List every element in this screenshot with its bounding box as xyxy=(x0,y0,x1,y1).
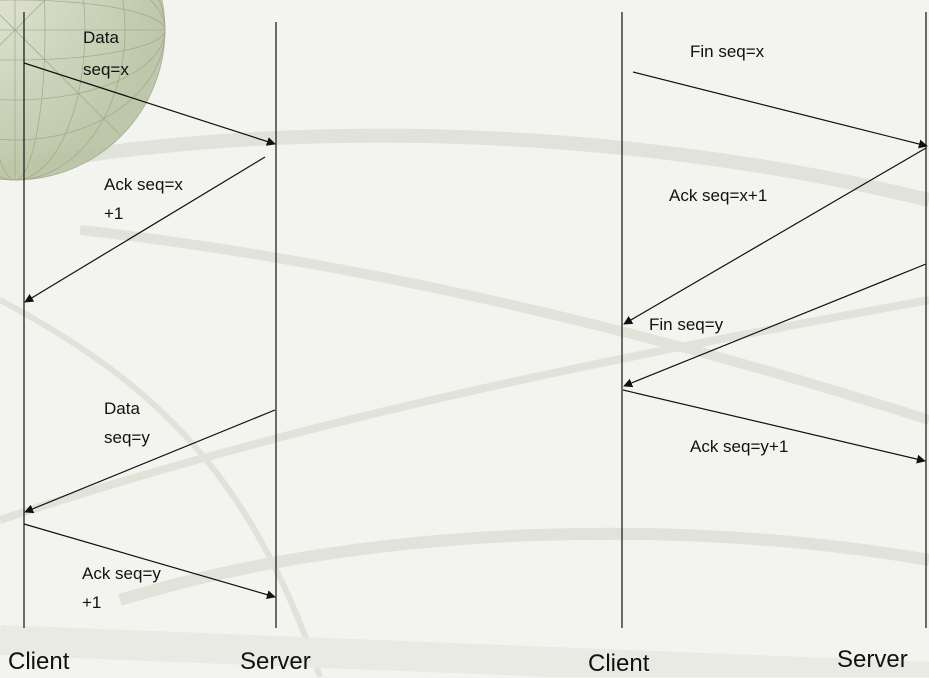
right-message-3-label: Fin seq=y xyxy=(649,315,724,334)
left-message-data-y-arrow xyxy=(24,409,276,514)
left-message-data-x-arrow xyxy=(23,62,276,146)
left-message-1-line1: Data xyxy=(83,28,119,47)
right-client-label: Client xyxy=(588,650,650,677)
left-server-label: Server xyxy=(240,648,311,675)
left-message-4-line2: +1 xyxy=(82,593,102,612)
right-server-label: Server xyxy=(837,646,908,673)
right-message-1-label: Fin seq=x xyxy=(690,42,765,61)
right-message-4-label: Ack seq=y+1 xyxy=(690,437,789,456)
left-message-3-line1: Data xyxy=(104,399,140,418)
left-client-label: Client xyxy=(8,648,70,675)
left-message-3-line2: seq=y xyxy=(104,428,150,447)
right-message-fin-x-arrow xyxy=(632,71,928,149)
right-message-ack-y-arrow xyxy=(622,389,926,464)
right-message-fin-y-arrow xyxy=(623,263,927,388)
background-swoosh xyxy=(0,128,929,677)
left-message-1-line2: seq=x xyxy=(83,60,129,79)
right-message-ack-x-arrow xyxy=(623,147,927,325)
left-message-ack-y-arrow xyxy=(23,523,276,600)
right-message-2-label: Ack seq=x+1 xyxy=(669,186,768,205)
left-message-2-line2: +1 xyxy=(104,204,124,223)
left-message-ack-x-arrow xyxy=(24,156,266,303)
globe-decoration xyxy=(0,0,166,181)
left-message-2-line1: Ack seq=x xyxy=(104,175,183,194)
left-message-4-line1: Ack seq=y xyxy=(82,564,161,583)
